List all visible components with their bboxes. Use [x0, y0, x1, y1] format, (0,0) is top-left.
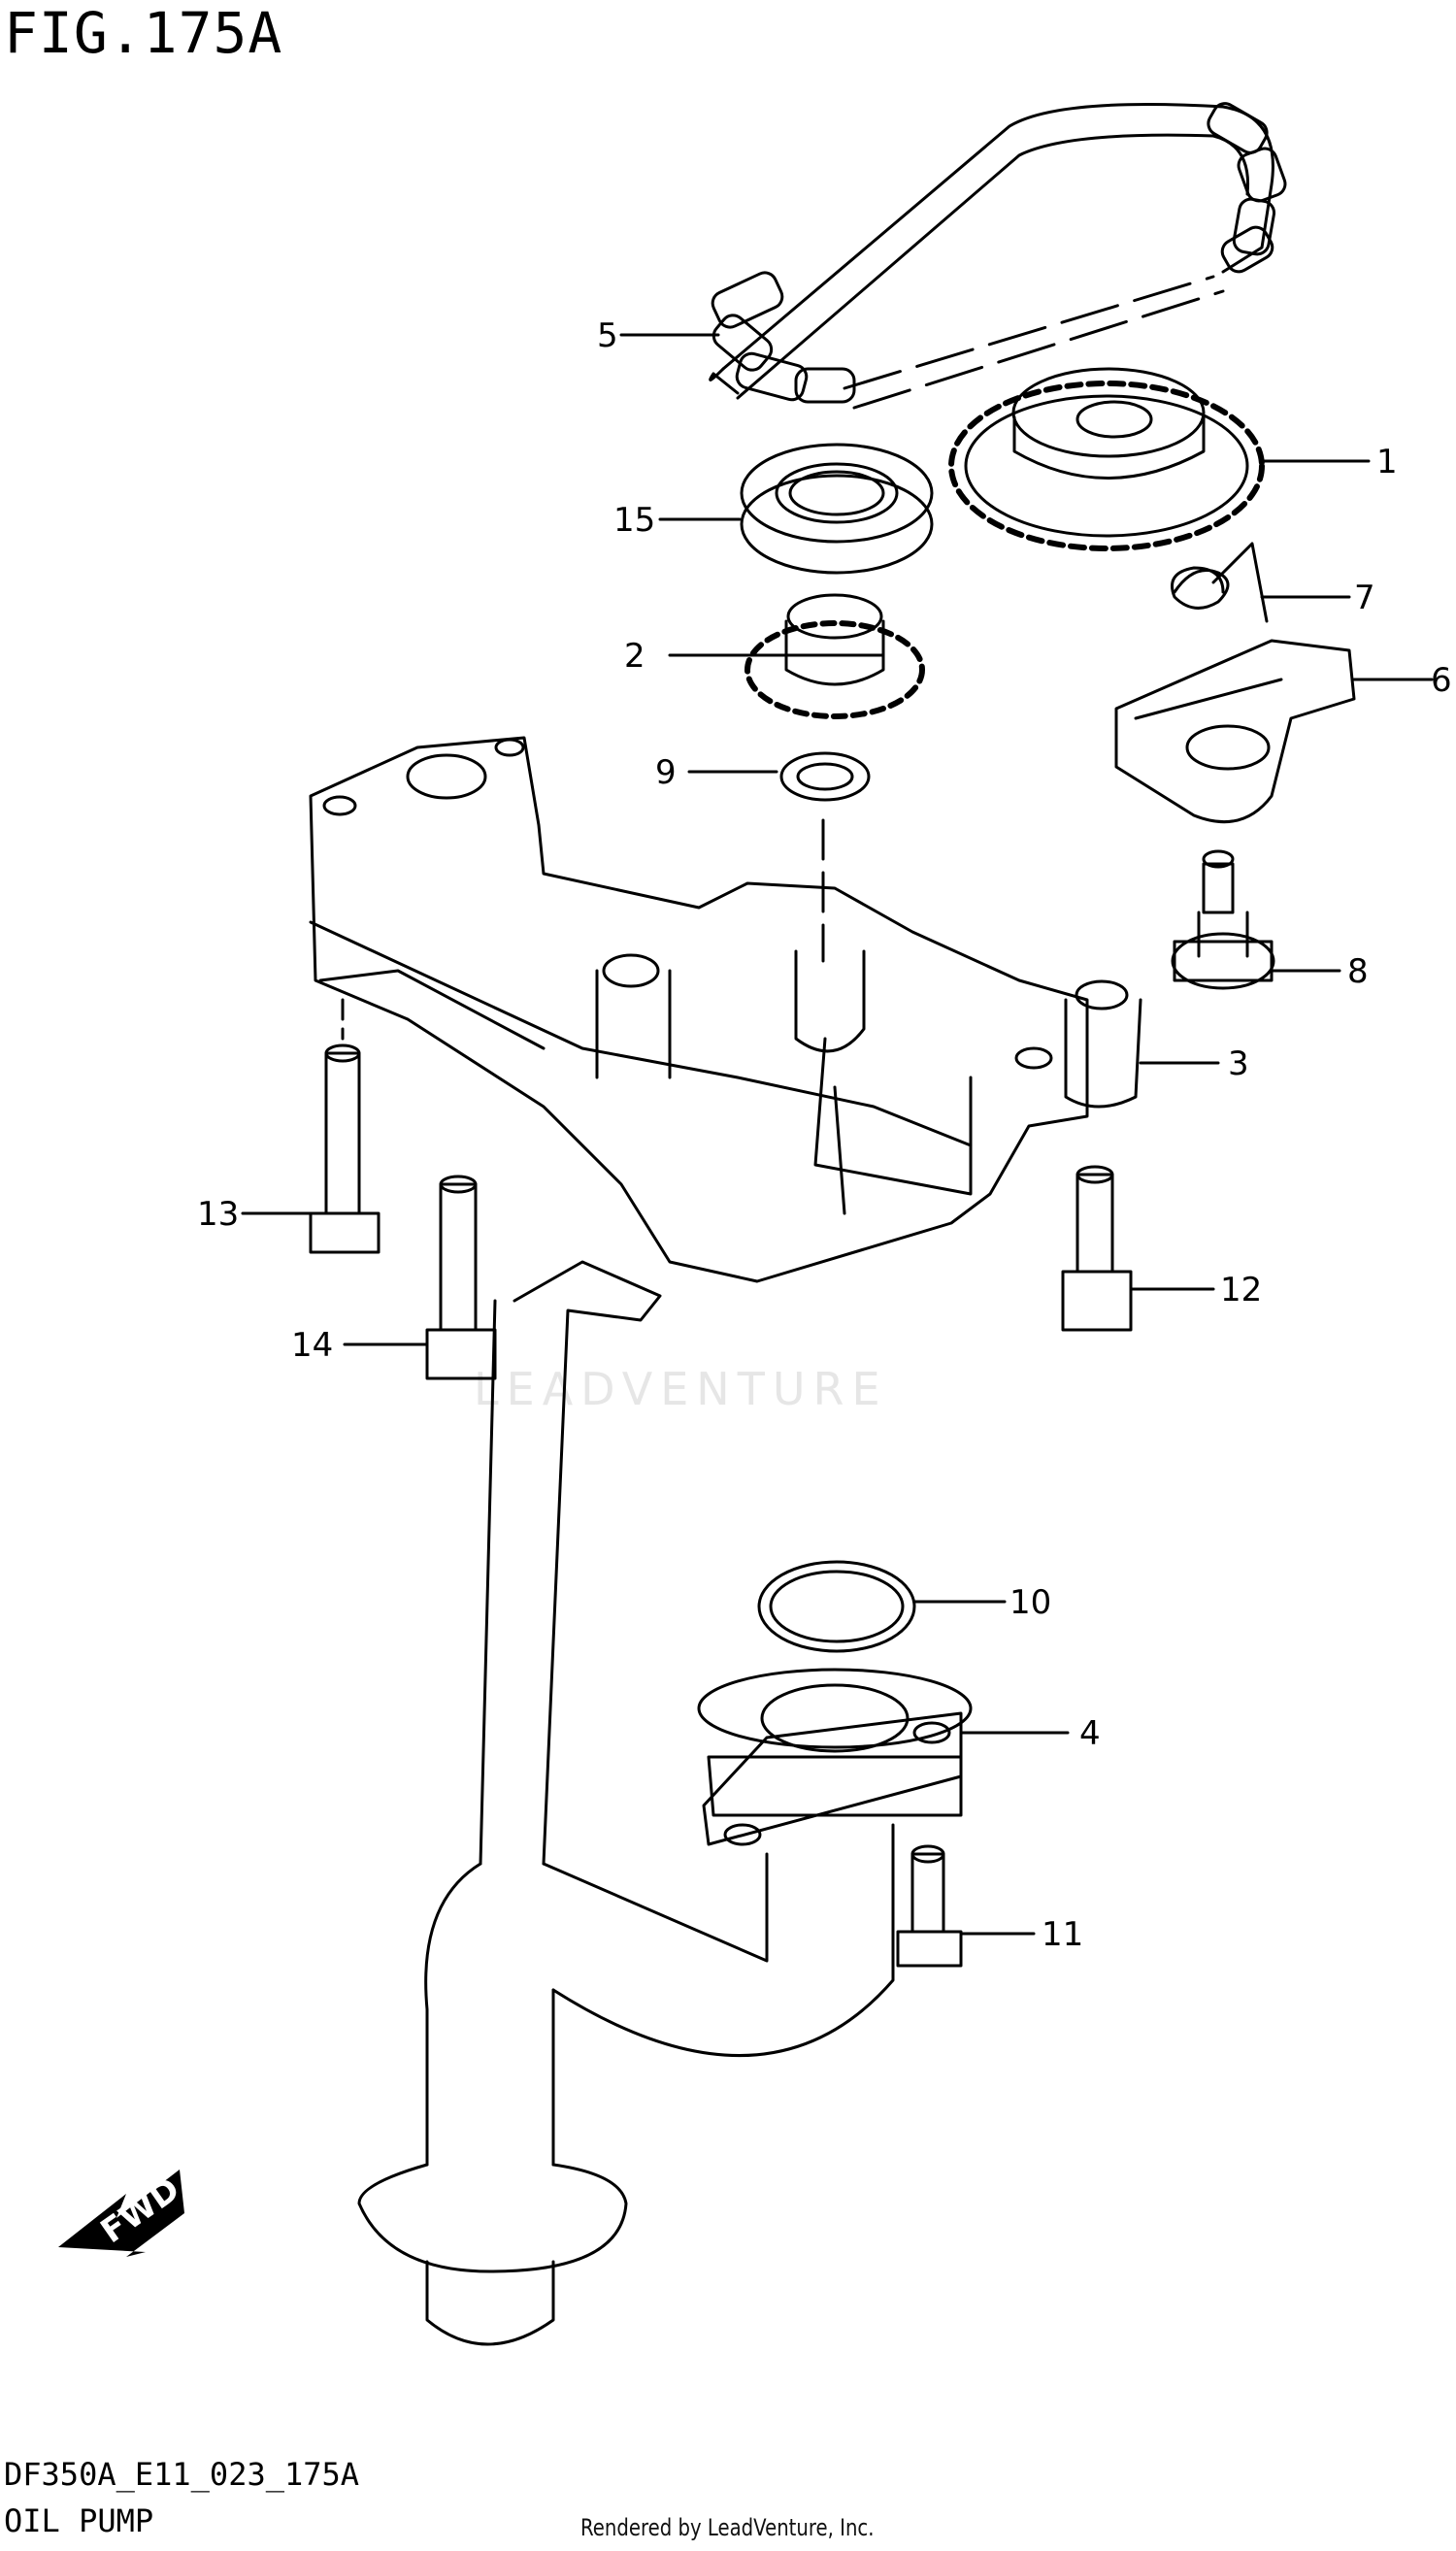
part-11-bolt: [896, 1844, 963, 1968]
part-5-chain: [709, 102, 1287, 410]
callout-1: 1: [1376, 443, 1398, 481]
callout-3: 3: [1228, 1044, 1249, 1083]
callout-4: 4: [1079, 1714, 1101, 1753]
part-3-pump-body: [309, 736, 1142, 1283]
figure-title: FIG.175A: [4, 0, 283, 66]
callout-2: 2: [624, 637, 645, 676]
part-4-strainer: [357, 1260, 973, 2346]
callout-5: 5: [597, 316, 618, 355]
part-2-gear: [745, 593, 925, 719]
figure-code: DF350A_E11_023_175A: [4, 2456, 360, 2493]
callout-8: 8: [1347, 952, 1369, 991]
part-7-spring: [1171, 542, 1269, 623]
part-13-bolt: [309, 998, 381, 1254]
callout-leaders: [241, 333, 1434, 1936]
part-9-washer: [779, 751, 871, 802]
watermark-text: LEADVENTURE: [474, 1363, 888, 1415]
part-6-tensioner: [1114, 639, 1356, 824]
render-credit: Rendered by LeadVenture, Inc.: [580, 2514, 875, 2541]
callout-13: 13: [197, 1195, 239, 1234]
part-12-bolt: [1061, 1165, 1133, 1332]
callout-9: 9: [655, 753, 677, 792]
callout-14: 14: [291, 1326, 333, 1365]
part-8-bolt: [1171, 849, 1275, 990]
callout-12: 12: [1220, 1271, 1262, 1309]
fwd-arrow-icon: FWD: [58, 2170, 187, 2257]
part-10-o-ring: [757, 1560, 916, 1653]
part-15-bearing: [740, 443, 934, 575]
callout-10: 10: [1009, 1583, 1051, 1622]
callout-6: 6: [1431, 661, 1452, 700]
callout-7: 7: [1354, 579, 1375, 617]
callout-15: 15: [613, 501, 655, 540]
part-14-bolt: [425, 1175, 497, 1380]
callout-numbers: 1 2 3 4 5 6 7 8 9 10 11 12 13 14 15: [197, 316, 1452, 1954]
figure-name: OIL PUMP: [4, 2502, 154, 2539]
part-1-sprocket: [948, 367, 1265, 551]
callout-11: 11: [1042, 1915, 1083, 1954]
